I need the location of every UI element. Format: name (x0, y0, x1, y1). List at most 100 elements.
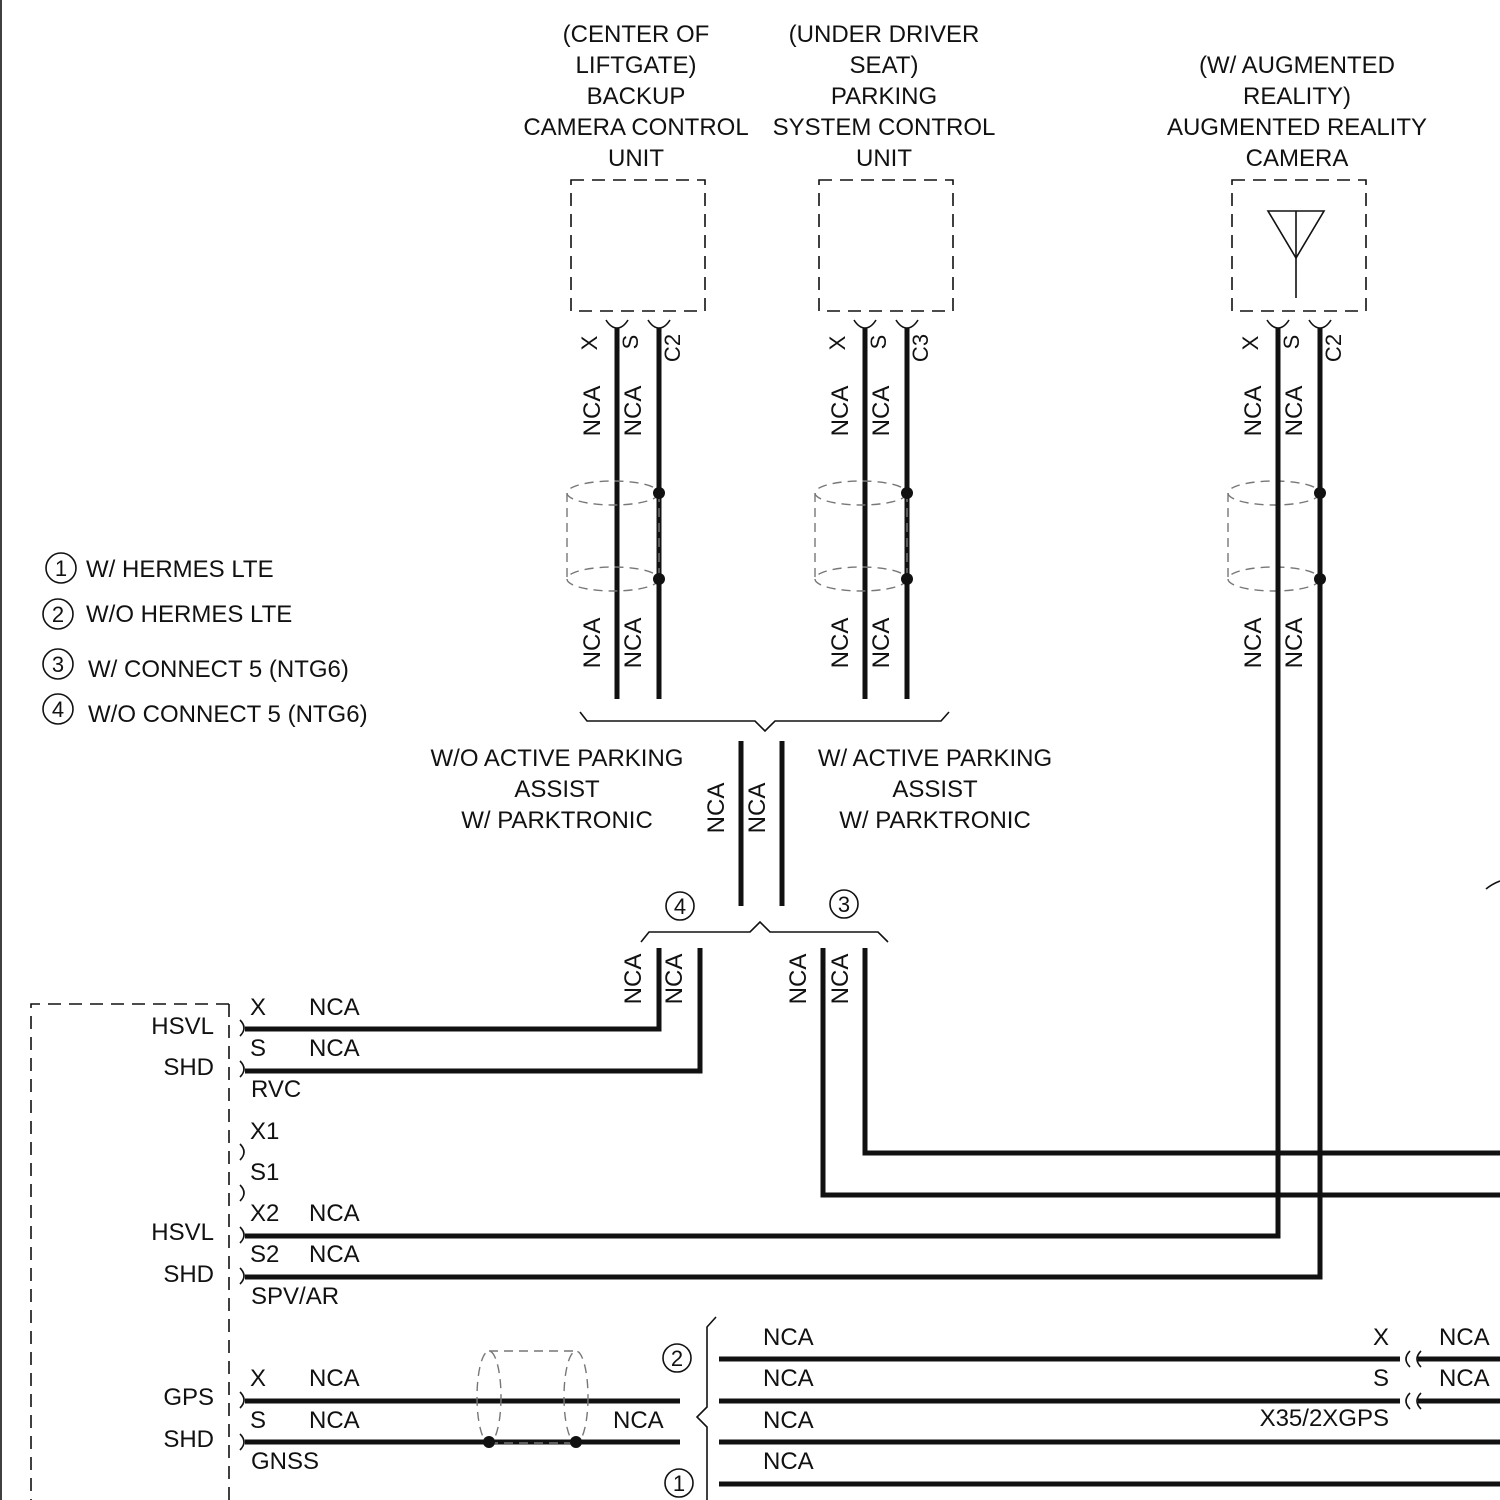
wire-color-label: NCA (309, 1241, 360, 1268)
option-label-line: ASSIST (514, 776, 600, 803)
group-label: HSVL (151, 1013, 214, 1040)
group-label: SHD (163, 1426, 214, 1453)
pin-label: S (618, 335, 643, 350)
legend: 1 W/ HERMES LTE 2 W/O HERMES LTE 3 W/ CO… (43, 553, 368, 728)
group-label: HSVL (151, 1219, 214, 1246)
legend-number: 3 (52, 652, 64, 677)
pin-label: X (250, 994, 266, 1021)
option-marker-2: 2 (663, 1344, 691, 1372)
wire-color-label: NCA (827, 386, 854, 437)
option-label-line: W/ PARKTRONIC (839, 807, 1031, 834)
wire-color-label: NCA (620, 954, 647, 1005)
wire-color-label: NCA (1240, 386, 1267, 437)
pin-label: S (866, 335, 891, 350)
pin-label: X2 (250, 1200, 279, 1227)
gps-connector: X S X35/2XGPS (1260, 1324, 1421, 1432)
pin-label: X (1238, 335, 1263, 350)
pin-label: X (1373, 1324, 1389, 1351)
legend-text: W/ HERMES LTE (86, 556, 274, 583)
without-apa-label: W/O ACTIVE PARKING ASSIST W/ PARKTRONIC (431, 745, 684, 834)
wire-color-label: NCA (1439, 1324, 1490, 1351)
backup-camera-label-line: LIFTGATE) (576, 52, 697, 79)
option-label-line: W/ ACTIVE PARKING (818, 745, 1052, 772)
ar-camera-label: (W/ AUGMENTED REALITY) AUGMENTED REALITY… (1167, 52, 1427, 172)
head-unit-group-labels: HSVL SHD HSVL SHD GPS SHD (151, 1013, 214, 1453)
pin-label: X (577, 335, 602, 350)
option-label-line: ASSIST (892, 776, 978, 803)
wire-color-label: NCA (785, 954, 812, 1005)
wire-color-label: NCA (309, 1365, 360, 1392)
pin-label: C3 (908, 334, 933, 362)
wire-color-label: NCA (827, 954, 854, 1005)
wire-color-label: NCA (763, 1407, 814, 1434)
component-wires (617, 328, 907, 699)
wire-color-label: NCA (309, 994, 360, 1021)
pin-label: S1 (250, 1159, 279, 1186)
parking-system-label-line: SYSTEM CONTROL (773, 114, 996, 141)
backup-camera-label-line: (CENTER OF (563, 21, 710, 48)
legend-text: W/ CONNECT 5 (NTG6) (88, 656, 349, 683)
parking-system-box (819, 180, 953, 311)
legend-number: 4 (52, 697, 64, 722)
connector-name: X35/2XGPS (1260, 1405, 1389, 1432)
shield-cylinders (567, 481, 1320, 591)
pin-label: S (250, 1035, 266, 1062)
antenna-icon (1268, 211, 1324, 298)
pin-label: C2 (660, 334, 685, 362)
ar-camera-label-line: (W/ AUGMENTED (1199, 52, 1395, 79)
legend-number: 1 (55, 556, 67, 581)
pin-label: S (1373, 1365, 1389, 1392)
pin-label: X1 (250, 1118, 279, 1145)
legend-text: W/O CONNECT 5 (NTG6) (88, 701, 368, 728)
wire-color-label: NCA (579, 386, 606, 437)
option-marker-1: 1 (665, 1469, 693, 1497)
wire-color-label: NCA (1281, 618, 1308, 669)
wire-color-label: NCA (613, 1407, 664, 1434)
pin-label: S2 (250, 1241, 279, 1268)
pin-labels: X S C2 X S C3 X S C2 (577, 334, 1346, 362)
backup-camera-label-line: CAMERA CONTROL (523, 114, 748, 141)
pin-label: GNSS (251, 1448, 319, 1475)
parking-system-label-line: SEAT) (850, 52, 919, 79)
wire-color-label: NCA (827, 618, 854, 669)
backup-camera-label-line: UNIT (608, 145, 664, 172)
wire-color-label: NCA (868, 386, 895, 437)
parking-system-label-line: UNIT (856, 145, 912, 172)
pin-label: X (250, 1365, 266, 1392)
wire-color-label: NCA (1439, 1365, 1490, 1392)
wire-color-label: NCA (309, 1200, 360, 1227)
splice-dots (653, 487, 1326, 585)
parking-system-label: (UNDER DRIVER SEAT) PARKING SYSTEM CONTR… (773, 21, 996, 172)
nca-vertical-labels: NCA NCA NCA NCA NCA NCA NCA NCA NCA NCA … (579, 386, 1308, 1005)
option-marker-4: 4 (666, 892, 694, 920)
ar-camera-label-line: REALITY) (1243, 83, 1351, 110)
wire-color-label: NCA (661, 954, 688, 1005)
wire-color-label: NCA (744, 783, 771, 834)
ar-camera-label-line: AUGMENTED REALITY (1167, 114, 1427, 141)
pin-label: S (1279, 335, 1304, 350)
harness-wires (245, 328, 1500, 1484)
wire-color-label: NCA (309, 1407, 360, 1434)
wire-color-label: NCA (763, 1365, 814, 1392)
option-marker-3: 3 (830, 890, 858, 918)
gps-option-brace (697, 1317, 716, 1500)
option-label-line: W/ PARKTRONIC (461, 807, 653, 834)
option-brace-top (580, 712, 949, 731)
wire-color-label: NCA (309, 1035, 360, 1062)
ar-camera-box (1232, 180, 1366, 311)
legend-text: W/O HERMES LTE (86, 601, 292, 628)
option-brace-bottom (641, 922, 888, 942)
group-label: SHD (163, 1261, 214, 1288)
legend-number: 2 (52, 602, 64, 627)
wire-color-label: NCA (763, 1324, 814, 1351)
pin-label: C2 (1321, 334, 1346, 362)
pin-label: RVC (251, 1076, 301, 1103)
pin-label: S (250, 1407, 266, 1434)
terminal-icons (240, 1020, 244, 1450)
option-label-line: W/O ACTIVE PARKING (431, 745, 684, 772)
pin-label: X (825, 335, 850, 350)
wire-color-label: NCA (868, 618, 895, 669)
wire-color-label: NCA (1240, 618, 1267, 669)
marker-number: 4 (674, 894, 686, 919)
